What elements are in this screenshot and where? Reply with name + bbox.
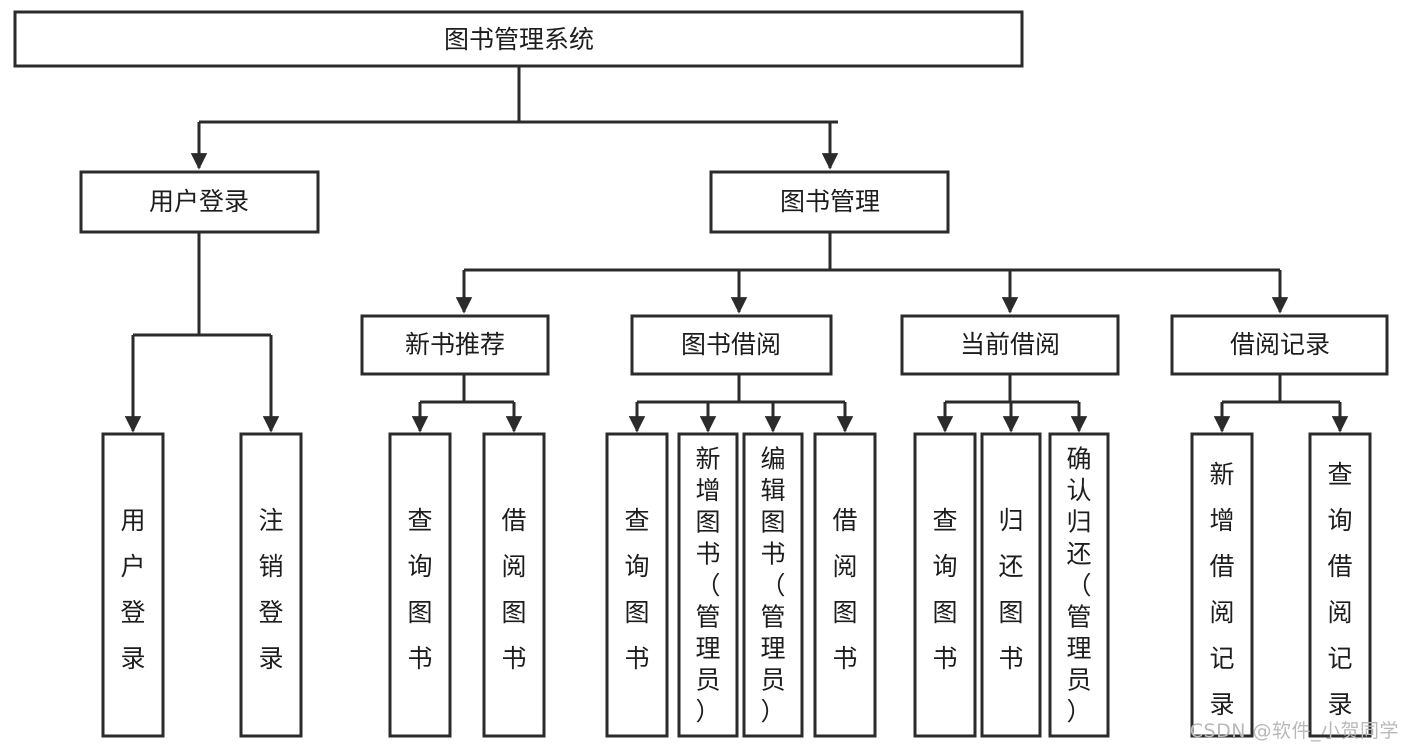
node-leaf-borrow-book-1-label: 借阅图书 [501,506,526,673]
node-leaf-confirm-return[interactable]: 确认归还（管理员） [1048,432,1110,738]
node-leaf-user-login[interactable]: 用户登录 [101,432,165,738]
csdn-watermark: CSDN @软件_小贺同学 [1189,720,1399,742]
node-leaf-query-book-3[interactable]: 查询图书 [913,432,977,738]
edge-group-book-borrow [628,374,854,433]
edge-group-borrow-record [1213,374,1349,433]
node-leaf-query-record-label: 查询借阅记录 [1327,460,1352,719]
node-leaf-add-book-label: 新增图书（管理员） [695,445,720,726]
node-root-label: 图书管理系统 [444,25,594,54]
edge-group-current-borrow [936,374,1088,433]
node-leaf-user-login-label: 用户登录 [120,506,145,673]
node-current-borrow[interactable]: 当前借阅 [900,314,1120,376]
node-borrow-record-label: 借阅记录 [1230,330,1330,359]
node-leaf-add-record[interactable]: 新增借阅记录 [1190,432,1254,738]
node-leaf-query-book-2[interactable]: 查询图书 [605,432,669,738]
node-leaf-edit-book-label: 编辑图书（管理员） [760,445,785,726]
node-leaf-confirm-return-label: 确认归还（管理员） [1066,445,1091,726]
node-book-manage-label: 图书管理 [780,187,880,216]
node-leaf-edit-book[interactable]: 编辑图书（管理员） [742,432,804,738]
node-leaf-return-book[interactable]: 归还图书 [980,432,1042,738]
node-book-borrow-label: 图书借阅 [681,330,781,359]
node-book-borrow[interactable]: 图书借阅 [630,314,833,376]
node-leaf-borrow-book-2[interactable]: 借阅图书 [813,432,877,738]
node-leaf-query-book-2-label: 查询图书 [624,506,649,673]
node-leaf-query-book-1[interactable]: 查询图书 [388,432,452,738]
node-new-book-recommend-label: 新书推荐 [405,330,505,359]
node-leaf-return-book-label: 归还图书 [998,506,1023,673]
node-root[interactable]: 图书管理系统 [13,10,1024,68]
node-leaf-query-book-1-label: 查询图书 [407,506,432,673]
node-leaf-add-book[interactable]: 新增图书（管理员） [677,432,739,738]
node-user-login-label: 用户登录 [149,187,249,216]
node-book-manage[interactable]: 图书管理 [709,170,950,234]
edge-group-book-manage [455,232,1289,314]
node-new-book-recommend[interactable]: 新书推荐 [360,314,550,376]
node-borrow-record[interactable]: 借阅记录 [1170,314,1389,376]
node-leaf-borrow-book-1[interactable]: 借阅图书 [482,432,546,738]
node-leaf-logout-login-label: 注销登录 [258,506,283,673]
node-leaf-logout-login[interactable]: 注销登录 [239,432,303,738]
node-leaf-add-record-label: 新增借阅记录 [1209,460,1234,719]
edge-group-user-login [124,232,280,433]
edge-group-new-book-recommend [411,374,523,433]
node-leaf-borrow-book-2-label: 借阅图书 [832,506,857,673]
node-leaf-query-book-3-label: 查询图书 [932,506,957,673]
node-current-borrow-label: 当前借阅 [960,330,1060,359]
node-leaf-query-record[interactable]: 查询借阅记录 [1308,432,1372,738]
edge-group-root [190,66,839,170]
node-user-login[interactable]: 用户登录 [79,170,320,234]
